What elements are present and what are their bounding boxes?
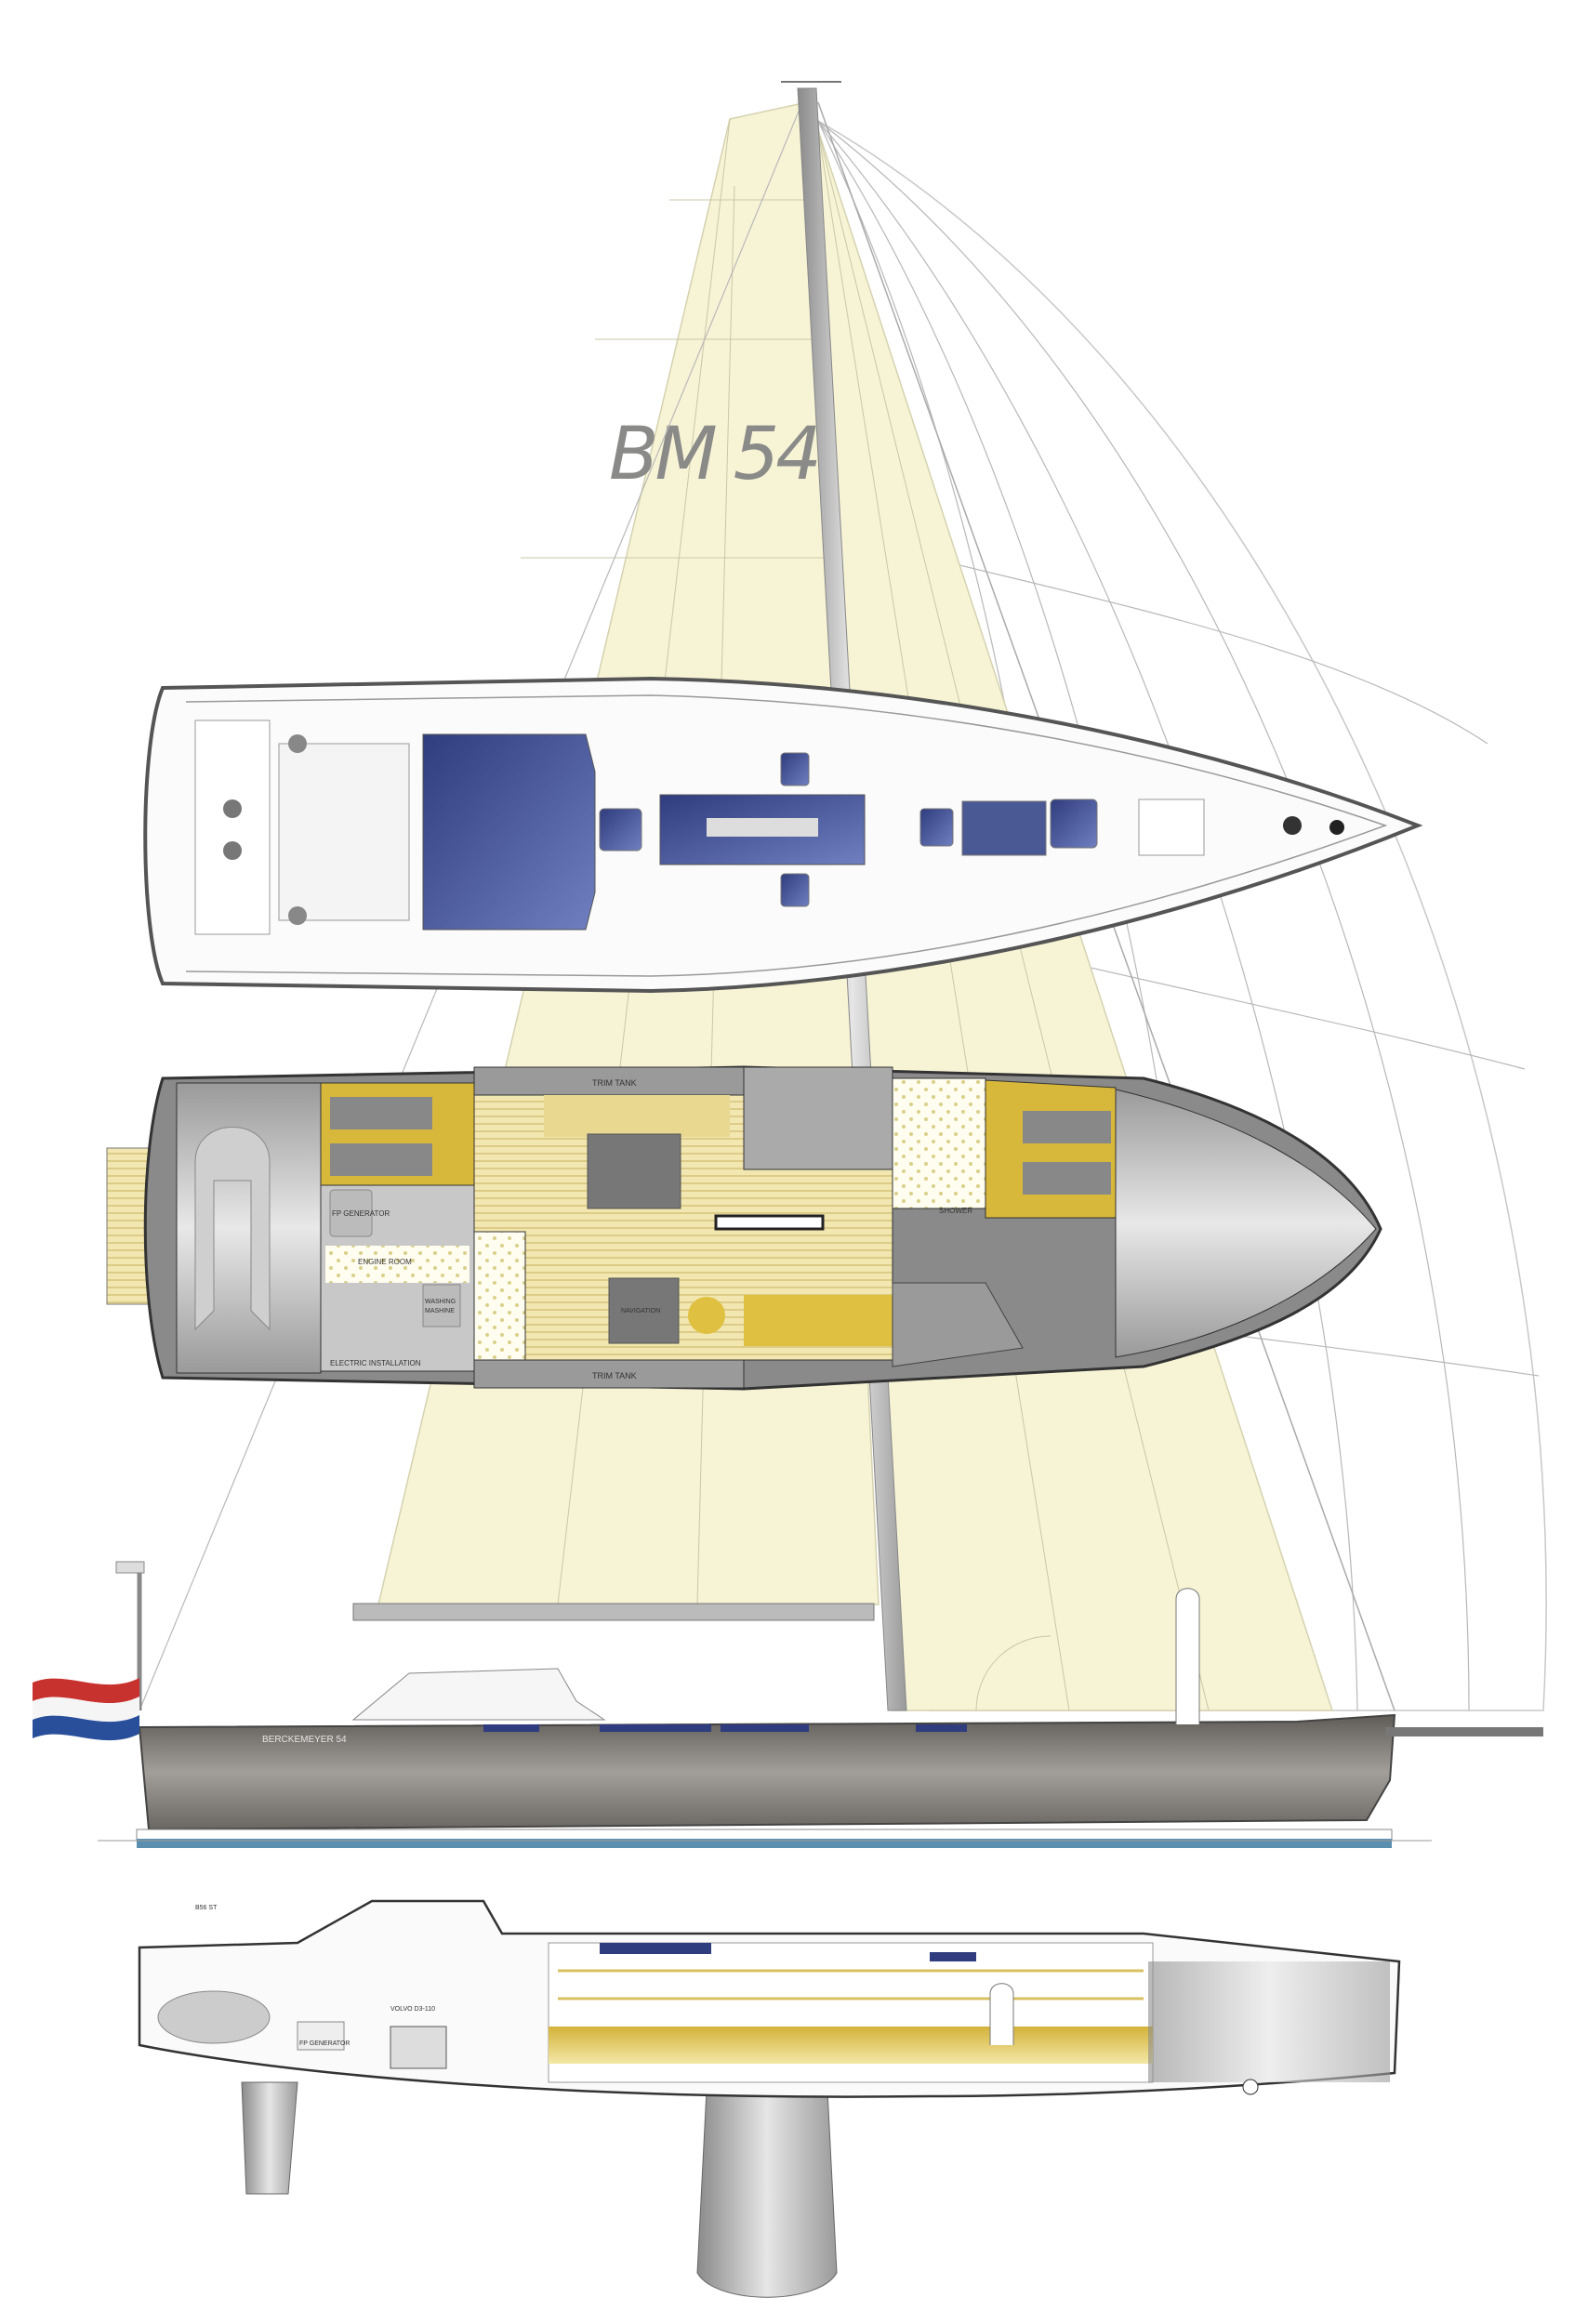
dinghy-stowed	[157, 1990, 271, 2044]
label-trim-tank-top: TRIM TANK	[592, 1078, 637, 1088]
label-section-generator: FP GENERATOR	[299, 2040, 350, 2047]
label-generator: FP GENERATOR	[332, 1209, 390, 1218]
label-trim-tank-bottom: TRIM TANK	[592, 1371, 637, 1380]
label-winch: B56 ST	[195, 1905, 218, 1911]
label-engine: VOLVO D3-110	[390, 2006, 435, 2013]
portlights	[483, 1724, 967, 1732]
section-view: FP GENERATOR VOLVO D3-110 B56 ST	[138, 1899, 1401, 2298]
label-engine-room: ENGINE ROOM	[358, 1258, 412, 1266]
rudder	[241, 2081, 298, 2195]
sail-logo: BM 54	[609, 413, 818, 496]
dutch-flag	[33, 1678, 139, 1741]
label-shower: SHOWER	[939, 1207, 972, 1215]
label-navigation: NAVIGATION	[621, 1308, 660, 1314]
hull-name: BERCKEMEYER 54	[262, 1735, 347, 1745]
boom	[352, 1603, 875, 1621]
person-figure	[1175, 1588, 1200, 1724]
profile-view: BERCKEMEYER 54	[33, 1561, 1543, 1848]
interior-plan: FP GENERATOR ENGINE ROOM WASHING MASHINE…	[106, 1065, 1382, 1391]
bowsprit	[1385, 1727, 1543, 1736]
dinghy	[194, 1127, 271, 1331]
deck-plan	[143, 676, 1423, 994]
label-washing-2: MASHINE	[425, 1308, 455, 1314]
label-electric: ELECTRIC INSTALLATION	[330, 1359, 421, 1367]
waterline	[137, 1839, 1392, 1848]
label-washing-1: WASHING	[425, 1299, 456, 1305]
cockpit-hatch-blue	[422, 733, 596, 931]
